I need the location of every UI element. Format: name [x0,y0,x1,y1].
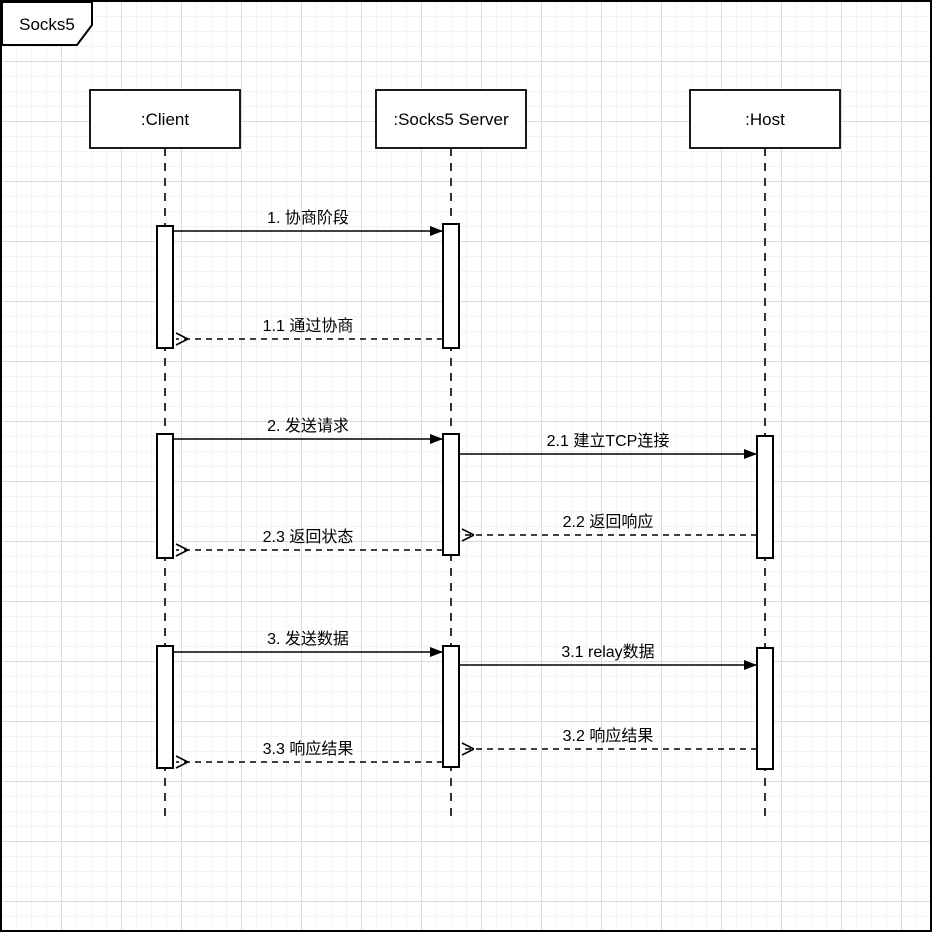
message-2-3-label: 2.3 返回状态 [263,528,354,546]
message-2-1-label: 2.1 建立TCP连接 [547,432,670,450]
lifeline-head-client-box [89,89,241,149]
message-1-label: 1. 协商阶段 [267,209,349,227]
message-3: 3. 发送数据 [173,630,443,657]
lifeline-head-host: :Host [689,89,841,149]
message-1-1: 1.1 通过协商 [176,317,443,339]
message-3-1-label: 3.1 relay数据 [561,643,654,661]
activation-client-3 [156,645,174,769]
frame-title-shape [2,2,93,46]
activation-client-2 [156,433,174,559]
activation-host-3 [756,647,774,770]
message-3-3-label: 3.3 响应结果 [263,739,354,758]
activation-client-1 [156,225,174,349]
message-3-label: 3. 发送数据 [267,630,349,648]
activation-server-1 [442,223,460,349]
lifeline-head-server-label: :Socks5 Server [393,110,509,129]
message-3-2: 3.2 响应结果 [462,726,757,749]
message-2: 2. 发送请求 [173,417,443,444]
frame-title: Socks5 [19,15,75,34]
frame-title-tab: Socks5 [2,2,93,46]
lifeline-head-host-label: :Host [745,110,785,129]
message-3-2-label: 3.2 响应结果 [563,726,654,745]
message-3-3: 3.3 响应结果 [176,739,443,762]
lifeline-head-server: :Socks5 Server [375,89,527,149]
activation-host-2 [756,435,774,559]
message-1: 1. 协商阶段 [173,209,443,236]
message-3-1: 3.1 relay数据 [459,643,757,670]
message-2-2-label: 2.2 返回响应 [563,512,654,531]
message-2-2: 2.2 返回响应 [462,512,757,535]
message-2-label: 2. 发送请求 [267,417,349,435]
activation-server-3 [442,645,460,768]
activation-server-2 [442,433,460,556]
message-1-1-label: 1.1 通过协商 [263,317,354,335]
lifeline-head-server-box [375,89,527,149]
lifeline-head-client-label: :Client [141,110,189,129]
message-2-1: 2.1 建立TCP连接 [459,432,757,459]
lifeline-head-client: :Client [89,89,241,149]
message-2-3: 2.3 返回状态 [176,528,443,550]
lifeline-head-host-box [689,89,841,149]
